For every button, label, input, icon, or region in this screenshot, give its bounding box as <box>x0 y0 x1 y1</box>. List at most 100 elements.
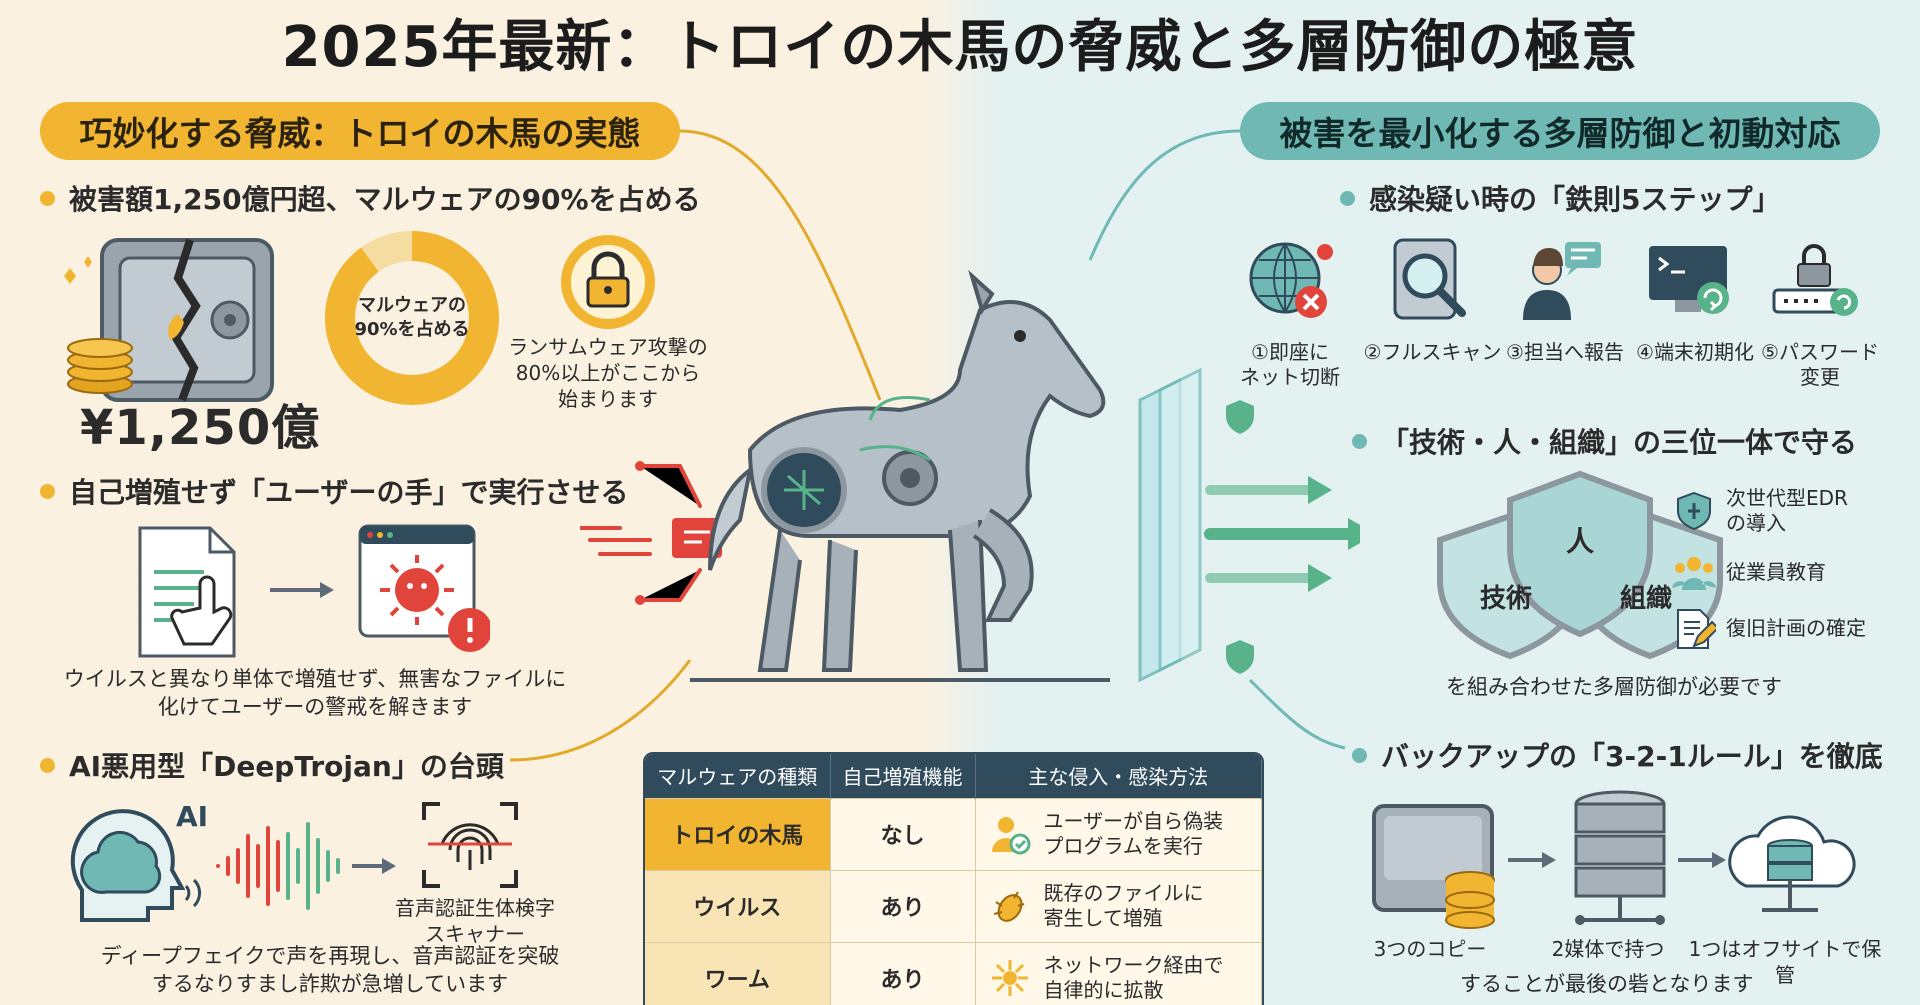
edr-line1: 次世代型EDR <box>1726 486 1848 510</box>
ransomware-note: ランサムウェア攻撃の 80%以上がここから 始まります <box>508 334 708 412</box>
shield-left-label: 技術 <box>1479 584 1532 614</box>
ransomware-note-line2: 80%以上がここから <box>515 361 701 385</box>
step-4-label: ④端末初期化 <box>1636 340 1754 364</box>
recovery-label: 復旧計画の確定 <box>1726 615 1866 640</box>
ai-head-icon <box>70 809 201 922</box>
deeptrojan-desc-line2: するなりすまし詐欺が急増しています <box>151 972 509 996</box>
step-3-label: ③担当へ報告 <box>1506 340 1624 364</box>
cracked-safe-icon <box>64 238 274 402</box>
step-5-line1: ⑤パスワード <box>1761 340 1879 364</box>
left-section-header: 巧妙化する脅威：トロイの木馬の実態 <box>40 102 680 160</box>
step-1-label: ①即座に ネット切断 <box>1225 340 1355 390</box>
self-propagation-desc: ウイルスと異なり単体で増殖せず、無害なファイルに 化けてユーザーの警戒を解きます <box>60 665 570 721</box>
row-method: ユーザーが自ら偽装プログラムを実行 <box>975 797 1262 870</box>
table-header-type: マルウェアの種類 <box>645 754 831 798</box>
right-section-header: 被害を最小化する多層防御と初動対応 <box>1240 102 1880 160</box>
deeptrojan-desc: ディープフェイクで声を再現し、音声認証を突破 するなりすまし詐欺が急増しています <box>70 942 590 998</box>
backup-footer: することが最後の砦となります <box>1460 972 1754 996</box>
defense-footer: を組み合わせた多層防御が必要です <box>1446 675 1782 699</box>
row-method: 既存のファイルに寄生して増殖 <box>975 869 1262 942</box>
table-header-self: 自己増殖機能 <box>830 754 976 798</box>
step-5-label: ⑤パスワード 変更 <box>1755 340 1885 390</box>
step-5-line2: 変更 <box>1800 365 1840 389</box>
full-scan-icon <box>1393 238 1466 320</box>
right-bullet-3: バックアップの「3-2-1ルール」を徹底 <box>1352 735 1883 775</box>
defense-item-education: 従業員教育 <box>1672 552 1826 592</box>
shield-right-label: 組織 <box>1619 584 1672 614</box>
method-line1: ネットワーク経由で <box>1043 953 1224 978</box>
scanner-label-line1: 音声認証生体検字 <box>395 896 555 920</box>
step-1-line2: ネット切断 <box>1240 365 1340 389</box>
network-spread-icon <box>991 960 1028 997</box>
edr-line2: の導入 <box>1726 511 1786 535</box>
step-1-line1: ①即座に <box>1251 340 1329 364</box>
comparison-table: マルウェアの種類 自己増殖機能 主な侵入・感染方法 トロイの木馬 なし ユーザー… <box>645 754 1262 1005</box>
education-label: 従業員教育 <box>1726 559 1826 584</box>
self-propagation-desc-line2: 化けてユーザーの警戒を解きます <box>157 695 473 719</box>
method-line2: プログラムを実行 <box>1043 834 1203 858</box>
ai-label: AI <box>176 800 209 833</box>
file-to-virus-illustration <box>138 524 490 658</box>
ring-label: マルウェアの 90%を占める <box>332 294 492 342</box>
backup-label-2: 2媒体で持つ <box>1551 937 1665 961</box>
bullet-dot <box>40 190 55 206</box>
ransomware-note-line1: ランサムウェア攻撃の <box>508 335 708 359</box>
row-self: あり <box>830 941 976 1005</box>
shield-top-label: 人 <box>1565 525 1594 558</box>
method-line1: 既存のファイルに <box>1043 881 1204 905</box>
ring-label-line1: マルウェアの <box>358 295 466 316</box>
backup-label-3: 1つはオフサイトで保管 <box>1688 937 1882 987</box>
damage-amount: ¥1,250億 <box>80 400 321 456</box>
device-reset-icon <box>1649 246 1729 314</box>
malware-share-ring <box>325 231 499 405</box>
bullet-dot <box>40 483 55 499</box>
trojan-horse-illustration <box>580 270 1360 683</box>
bullet-dot <box>1340 190 1355 206</box>
document-edit-icon <box>1677 609 1716 649</box>
edr-shield-icon <box>1677 491 1711 531</box>
ransomware-note-line3: 始まります <box>558 387 658 411</box>
table-row: トロイの木馬 なし ユーザーが自ら偽装プログラムを実行 <box>645 797 1262 870</box>
row-method: ネットワーク経由で自律的に拡散 <box>975 941 1262 1005</box>
row-self: なし <box>830 797 976 870</box>
table-row: ワーム あり ネットワーク経由で自律的に拡散 <box>645 941 1262 1005</box>
left-bullet-2-heading: 自己増殖せず「ユーザーの手」で実行させる <box>69 476 629 509</box>
globe-disconnect-icon <box>1249 242 1333 318</box>
method-line2: 寄生して増殖 <box>1043 906 1163 930</box>
backup-321-illustration <box>1372 790 1856 929</box>
left-bullet-3: AI悪用型「DeepTrojan」の台頭 <box>40 745 504 785</box>
step-2-label: ②フルスキャン <box>1363 340 1502 364</box>
ring-arc <box>325 231 499 405</box>
defense-item-recovery: 復旧計画の確定 <box>1672 606 1866 650</box>
left-bullet-2: 自己増殖せず「ユーザーの手」で実行させる <box>40 471 628 511</box>
table-header-row: マルウェアの種類 自己増殖機能 主な侵入・感染方法 <box>645 754 1262 798</box>
table-row: ウイルス あり 既存のファイルに寄生して増殖 <box>645 869 1262 942</box>
left-bullet-1-heading: 被害額1,250億円超、マルウェアの90%を占める <box>69 183 701 216</box>
right-bullet-3-heading: バックアップの「3-2-1ルール」を徹底 <box>1381 740 1883 773</box>
right-bullet-1: 感染疑い時の「鉄則5ステップ」 <box>1340 178 1780 218</box>
right-bullet-2: 「技術・人・組織」の三位一体で守る <box>1352 421 1857 461</box>
backup-label-1: 3つのコピー <box>1373 937 1487 961</box>
left-bullet-3-heading: AI悪用型「DeepTrojan」の台頭 <box>69 750 504 783</box>
row-self: あり <box>830 869 976 942</box>
row-type: ウイルス <box>645 869 831 942</box>
self-propagation-desc-line1: ウイルスと異なり単体で増殖せず、無害なファイルに <box>63 667 567 691</box>
people-icon <box>1672 557 1716 590</box>
malware-comparison-table: マルウェアの種類 自己増殖機能 主な侵入・感染方法 トロイの木馬 なし ユーザー… <box>643 752 1264 1005</box>
table-header-method: 主な侵入・感染方法 <box>975 754 1262 798</box>
password-change-icon <box>1772 244 1858 316</box>
row-type: トロイの木馬 <box>645 797 831 870</box>
ring-label-line2: 90%を占める <box>354 319 470 340</box>
right-bullet-2-heading: 「技術・人・組織」の三位一体で守る <box>1381 426 1858 459</box>
fingerprint-scanner-icon <box>422 802 518 888</box>
deeptrojan-desc-line1: ディープフェイクで声を再現し、音声認証を突破 <box>100 944 560 968</box>
voice-waveform <box>216 822 396 910</box>
lock-icon <box>561 235 655 329</box>
support-report-icon <box>1523 242 1601 320</box>
row-type: ワーム <box>645 941 831 1005</box>
right-bullet-1-heading: 感染疑い時の「鉄則5ステップ」 <box>1369 183 1781 216</box>
scanner-label: 音声認証生体検字 スキャナー <box>380 895 570 947</box>
bullet-dot <box>40 757 55 773</box>
